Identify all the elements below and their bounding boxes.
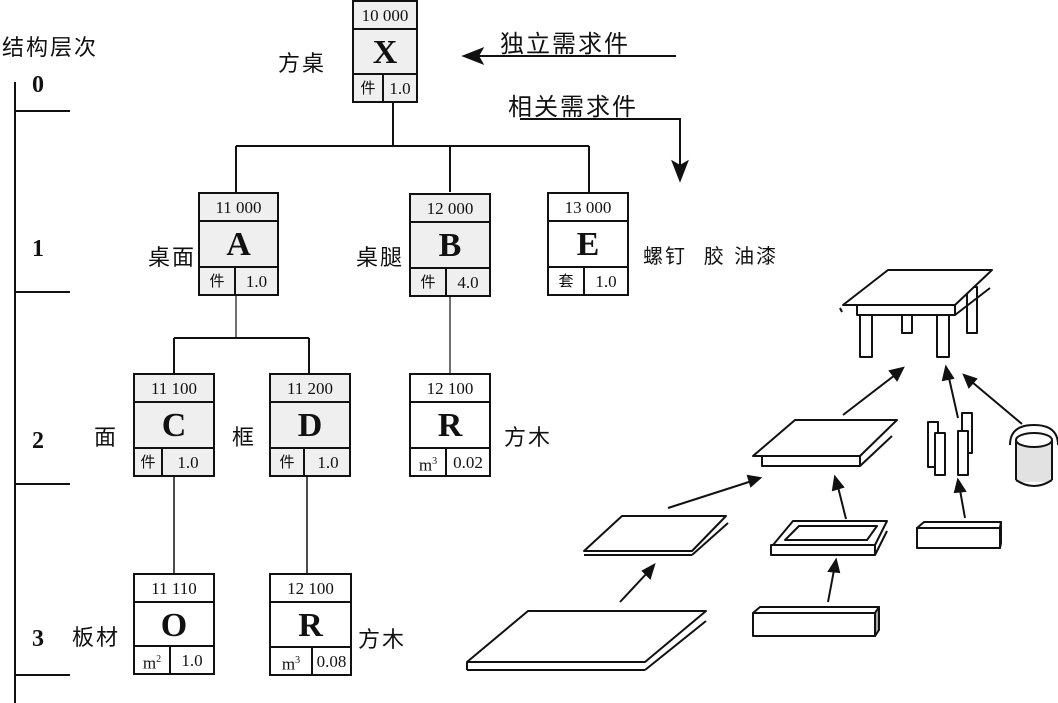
- node-qty: 0.02: [453, 453, 483, 472]
- node-letter: B: [438, 227, 462, 264]
- node-name-D: 框: [232, 426, 257, 451]
- node-letter: A: [226, 226, 251, 263]
- frame-front: [770, 544, 876, 556]
- tabletop-assembly-drawing: [752, 419, 898, 467]
- level-label-2: 2: [32, 428, 44, 454]
- level-label-3: 3: [32, 626, 44, 652]
- node-name-R1: 方木: [504, 426, 553, 451]
- node-letter: C: [161, 407, 187, 444]
- board-drawing: [466, 610, 707, 671]
- node-name-R2: 方木: [358, 628, 407, 653]
- node-unit: 件: [200, 268, 236, 294]
- node-qty: 1.0: [317, 453, 339, 472]
- node-name-O: 板材: [72, 626, 121, 651]
- node-letter: O: [160, 607, 188, 644]
- bucket-rim: [1015, 432, 1053, 448]
- dependent-demand-label: 相关需求件: [508, 93, 638, 121]
- tree-edges: [173, 102, 590, 573]
- node-unit: m2: [135, 647, 171, 673]
- arrow-head-icon: [962, 373, 978, 389]
- node-qty: 1.0: [245, 272, 268, 291]
- node-name-A: 桌面: [148, 246, 197, 271]
- bom-node-R1[interactable]: 12 100 R m3 0.02: [409, 373, 491, 477]
- node-code: 11 200: [271, 375, 349, 403]
- board: [466, 610, 707, 663]
- node-unit: 件: [411, 269, 447, 295]
- frame-outline: [772, 520, 888, 546]
- independent-demand-label: 独立需求件: [500, 30, 630, 58]
- axis-title: 结构层次: [2, 36, 99, 61]
- paint-bucket-drawing: [1009, 424, 1058, 487]
- bom-node-O[interactable]: 11 110 O m2 1.0: [133, 573, 215, 675]
- leg: [934, 432, 946, 476]
- bom-node-A[interactable]: 11 000 A 件 1.0: [198, 192, 279, 296]
- frame-drawing: [770, 520, 888, 556]
- bom-node-C[interactable]: 11 100 C 件 1.0: [133, 373, 215, 477]
- timber-drawing-1: [752, 606, 880, 637]
- arrow-head-icon: [831, 474, 845, 492]
- bom-node-E[interactable]: 13 000 E 套 1.0: [547, 192, 629, 296]
- node-unit: 套: [549, 268, 585, 294]
- table-apron: [856, 304, 956, 316]
- node-letter: D: [297, 407, 323, 444]
- bucket-handle: [1009, 424, 1058, 446]
- timber-front: [916, 527, 1001, 549]
- table-drawing: [839, 269, 993, 358]
- node-qty: 4.0: [457, 273, 479, 292]
- node-letter: E: [576, 226, 600, 263]
- table-leg: [966, 286, 978, 334]
- timber-front: [752, 612, 876, 637]
- node-qty: 1.0: [595, 272, 617, 291]
- independent-arrowhead-icon: [461, 47, 485, 65]
- node-code: 11 100: [135, 375, 213, 403]
- arrow-head-icon: [827, 557, 841, 574]
- node-code: 10 000: [354, 2, 416, 30]
- node-code: 11 110: [135, 575, 213, 603]
- bom-node-B[interactable]: 12 000 B 件 4.0: [409, 193, 491, 297]
- assembly-arrows: [619, 364, 1023, 603]
- arrow-head-icon: [941, 364, 955, 382]
- timber-drawing-2: [916, 521, 1002, 549]
- arrow-head-icon: [641, 562, 656, 580]
- node-qty: 1.0: [181, 651, 203, 670]
- node-unit: m3: [411, 449, 447, 475]
- node-letter: R: [437, 407, 463, 444]
- node-code: 13 000: [549, 194, 627, 222]
- bom-node-D[interactable]: 11 200 D 件 1.0: [269, 373, 351, 477]
- leg: [957, 430, 969, 476]
- top-panel: [583, 515, 727, 552]
- top-panel-drawing: [583, 515, 729, 556]
- node-qty: 1.0: [177, 453, 199, 472]
- dependent-arrow-line: [520, 118, 681, 168]
- node-letter: R: [298, 607, 323, 644]
- node-name-B: 桌腿: [356, 246, 405, 271]
- dependent-arrowhead-icon: [671, 159, 689, 183]
- legs-drawing: [927, 412, 973, 476]
- node-name-C: 面: [94, 426, 119, 451]
- node-code: 11 000: [200, 194, 277, 222]
- node-unit: 件: [135, 449, 163, 475]
- node-letter: X: [372, 34, 398, 71]
- arrow-head-icon: [746, 474, 763, 488]
- bom-node-X[interactable]: 10 000 X 件 1.0: [352, 0, 418, 103]
- node-unit: 件: [271, 449, 305, 475]
- node-qty: 0.08: [316, 652, 347, 671]
- tabletop-surface: [752, 419, 898, 457]
- tabletop-apron: [761, 455, 861, 467]
- arrow-head-icon: [888, 366, 905, 382]
- node-name-X: 方桌: [278, 52, 327, 77]
- arrow-head-icon: [953, 477, 967, 494]
- node-code: 12 100: [271, 575, 350, 603]
- node-name-E: 螺钉 胶 油漆: [643, 244, 779, 268]
- node-code: 12 100: [411, 375, 489, 403]
- node-unit: 件: [354, 75, 384, 101]
- node-code: 12 000: [411, 195, 489, 223]
- level-label-0: 0: [32, 72, 44, 98]
- node-unit: m3: [271, 648, 313, 674]
- level-label-1: 1: [32, 236, 44, 262]
- table-illustration: [466, 269, 1058, 671]
- node-qty: 1.0: [389, 79, 411, 98]
